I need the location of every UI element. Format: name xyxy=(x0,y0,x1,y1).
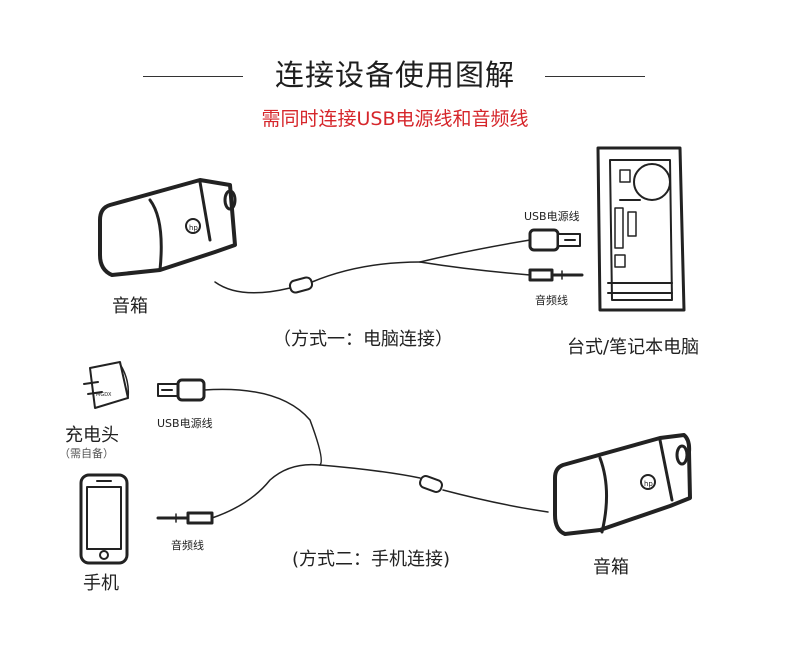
speaker-icon-phone: hp xyxy=(553,433,692,536)
method-pc-caption: （方式一：电脑连接） xyxy=(273,329,453,350)
computer-label: 台式/笔记本电脑 xyxy=(567,337,700,358)
speaker-label-pc: 音箱 xyxy=(112,296,148,317)
usb-cable-label-pc: USB电源线 xyxy=(524,210,580,223)
phone-label: 手机 xyxy=(83,573,119,594)
svg-text:hp: hp xyxy=(189,224,198,232)
method-phone-caption: (方式二：手机连接) xyxy=(292,549,451,570)
svg-text:MGDX: MGDX xyxy=(96,392,112,398)
audio-cable-label-pc: 音频线 xyxy=(535,294,568,307)
usb-cable-label-phone: USB电源线 xyxy=(157,417,213,430)
charger-note: （需自备） xyxy=(59,447,114,460)
phone-icon xyxy=(79,473,129,565)
audio-cable-label-phone: 音频线 xyxy=(171,539,204,552)
audio-jack-phone xyxy=(156,511,214,525)
svg-text:hp: hp xyxy=(644,480,653,488)
desktop-computer-icon xyxy=(596,146,686,312)
page-subtitle: 需同时连接USB电源线和音频线 xyxy=(261,108,529,130)
audio-jack-pc xyxy=(528,268,584,282)
charger-label: 充电头 xyxy=(65,425,119,446)
speaker-icon-pc: hp xyxy=(98,178,237,277)
page-title: 连接设备使用图解 xyxy=(274,58,515,92)
usb-plug-pc xyxy=(528,228,581,252)
speaker-label-phone: 音箱 xyxy=(593,557,629,578)
title-line-right xyxy=(545,76,645,77)
title-line-left xyxy=(143,76,243,77)
charger-icon: MGDX xyxy=(83,361,130,409)
usb-plug-phone xyxy=(157,378,206,402)
